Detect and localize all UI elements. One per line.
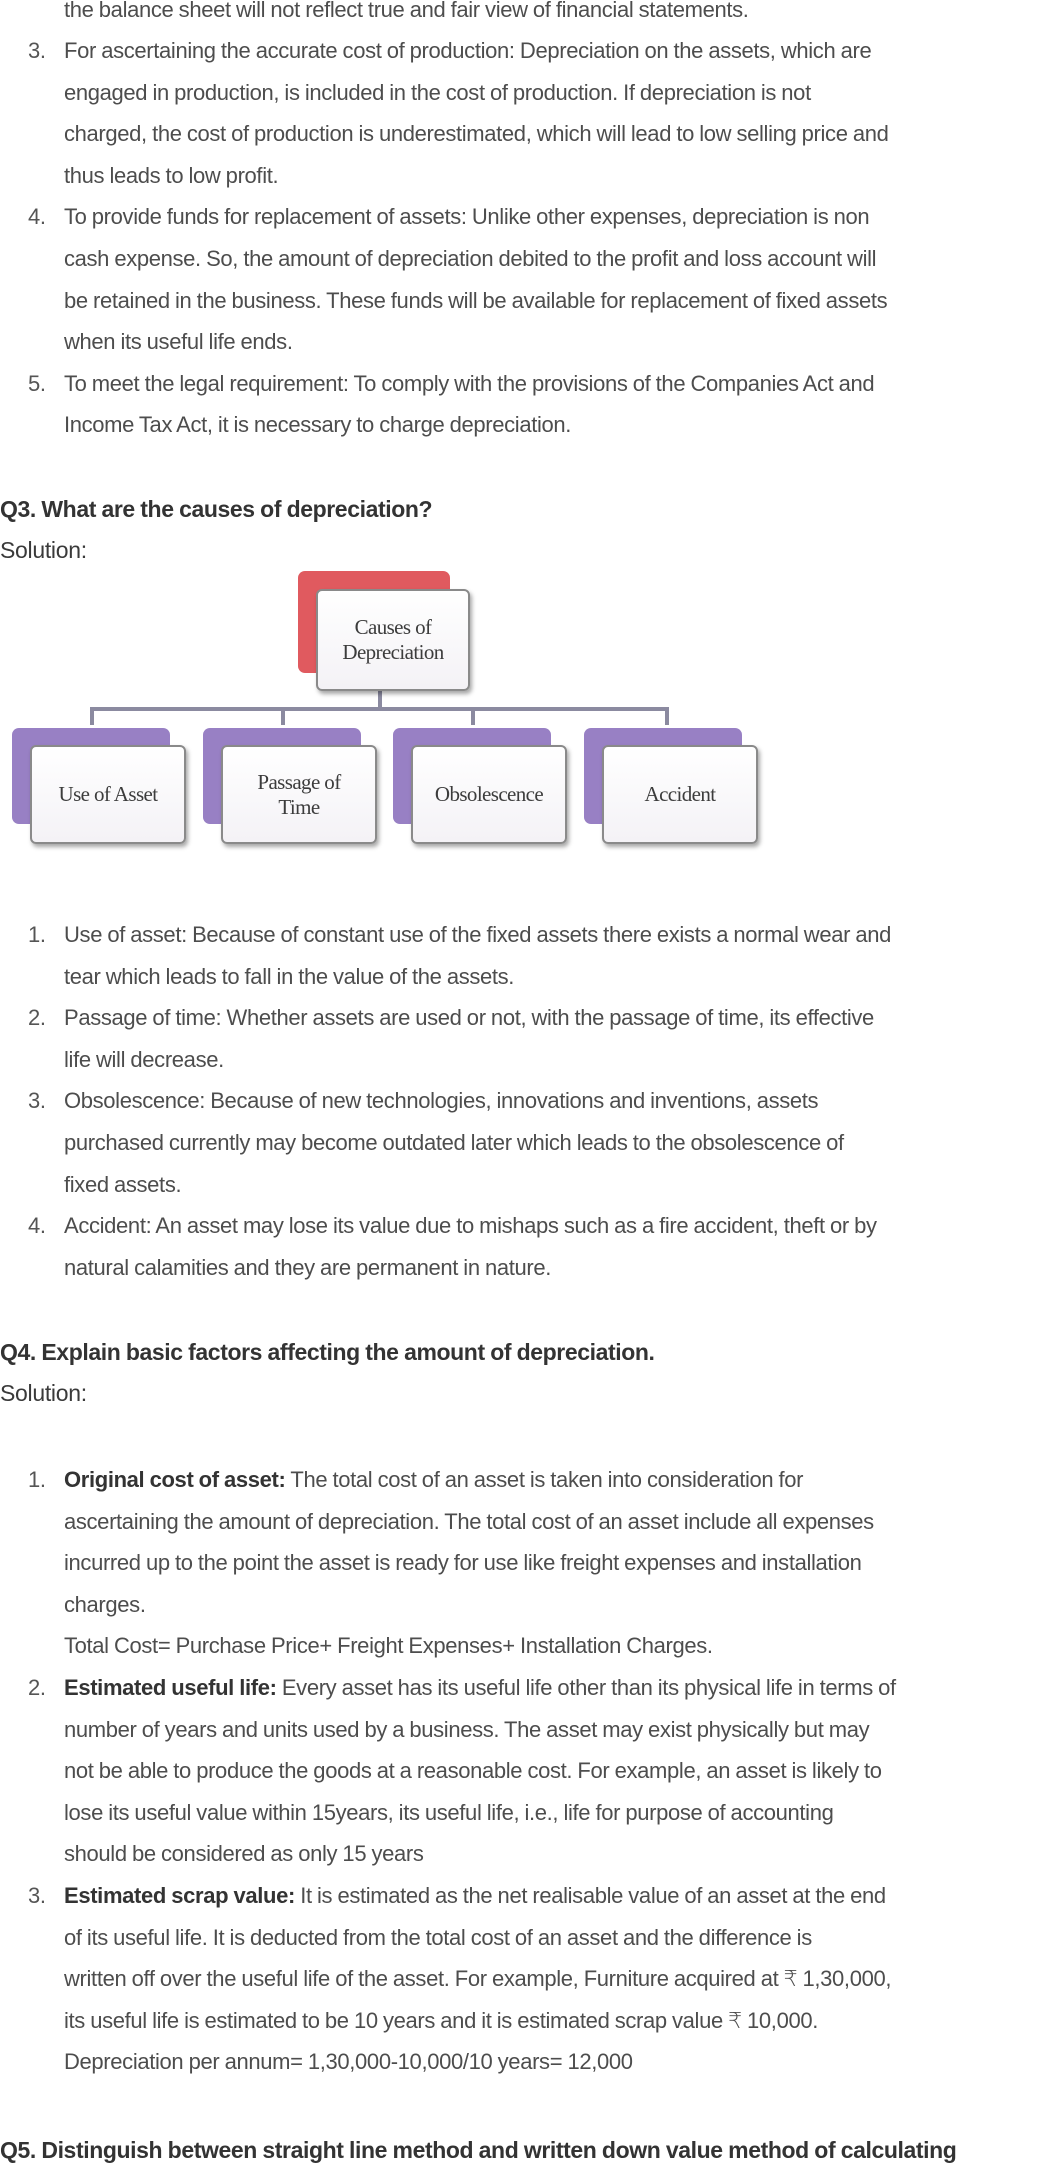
causes-of-depreciation-diagram: Causes of Depreciation Use of Asset Pass… <box>0 571 780 865</box>
list-item: 2. Estimated useful life: Every asset ha… <box>0 1667 1054 1875</box>
node-label-line2: Time <box>278 794 320 819</box>
line: its useful life is estimated to be 10 ye… <box>64 2007 818 2033</box>
line: when its useful life ends. <box>64 329 293 355</box>
question-heading-q3: Q3. What are the causes of depreciation? <box>0 496 433 522</box>
root-label-line1: Causes of <box>354 615 432 639</box>
line: Income Tax Act, it is necessary to charg… <box>64 412 572 438</box>
line: purchased currently may become outdated … <box>64 1129 844 1155</box>
node-label-line1: Passage of <box>257 769 341 794</box>
solution-label: Solution: <box>0 537 87 563</box>
continued-partial-line: the balance sheet will not reflect true … <box>64 0 749 22</box>
formula-line: Total Cost= Purchase Price+ Freight Expe… <box>64 1633 713 1659</box>
line: Passage of time: Whether assets are used… <box>64 1005 874 1031</box>
line: be retained in the business. These funds… <box>64 287 888 313</box>
line: ascertaining the amount of depreciation.… <box>64 1508 874 1534</box>
line: Estimated useful life: Every asset has i… <box>64 1667 1054 1709</box>
root-node-box: Causes of Depreciation <box>316 589 470 691</box>
line-text: Every asset has its useful life other th… <box>276 1674 896 1700</box>
line: Obsolescence: Because of new technologie… <box>64 1088 819 1114</box>
line: To meet the legal requirement: To comply… <box>64 370 875 396</box>
list-item: 5. To meet the legal requirement: To com… <box>0 363 1054 446</box>
list-number: 3. <box>28 1088 46 1114</box>
list-number: 2. <box>28 1005 46 1031</box>
list-number: 1. <box>28 1467 46 1492</box>
connector-child-1 <box>90 707 94 725</box>
list-number: 4. <box>28 204 46 230</box>
connector-root <box>378 687 382 709</box>
line: not be able to produce the goods at a re… <box>64 1758 882 1784</box>
line: tear which leads to fall in the value of… <box>64 963 515 989</box>
factor-term: Estimated scrap value: <box>64 1882 295 1908</box>
node-box: Use of Asset <box>30 745 186 844</box>
list-number: 4. <box>28 1213 46 1239</box>
node-label-line1: Use of Asset <box>58 782 159 806</box>
line-text: The total cost of an asset is taken into… <box>285 1467 804 1492</box>
line: charged, the cost of production is under… <box>64 121 889 147</box>
list-item: 3. For ascertaining the accurate cost of… <box>0 30 1054 196</box>
list-number: 3. <box>28 38 46 63</box>
line: To provide funds for replacement of asse… <box>64 204 870 230</box>
line: charges. <box>64 1591 146 1617</box>
line: incurred up to the point the asset is re… <box>64 1550 862 1576</box>
list-item: 1. Original cost of asset: The total cos… <box>0 1459 1054 1667</box>
list-item: 1. Use of asset: Because of constant use… <box>0 914 1054 997</box>
line: Use of asset: Because of constant use of… <box>64 922 891 947</box>
node-label-line1: Obsolescence <box>434 782 544 806</box>
line: fixed assets. <box>64 1171 182 1197</box>
root-label-line2: Depreciation <box>342 640 444 664</box>
question-heading-q4: Q4. Explain basic factors affecting the … <box>0 1339 655 1365</box>
line-text: It is estimated as the net realisable va… <box>294 1882 886 1908</box>
list-number: 1. <box>28 922 46 947</box>
line: Estimated scrap value: It is estimated a… <box>64 1875 1054 1917</box>
factor-term: Estimated useful life: <box>64 1674 277 1700</box>
list-number: 3. <box>28 1882 46 1908</box>
line: of its useful life. It is deducted from … <box>64 1924 812 1950</box>
line: written off over the useful life of the … <box>64 1966 892 1992</box>
list-item: 3. Estimated scrap value: It is estimate… <box>0 1875 1054 2083</box>
line: thus leads to low profit. <box>64 162 279 188</box>
list-number: 5. <box>28 370 46 396</box>
node-box: Obsolescence <box>411 745 567 844</box>
connector-horizontal <box>90 707 668 711</box>
factors-list: 1. Original cost of asset: The total cos… <box>0 1459 1054 2083</box>
list-item: 2. Passage of time: Whether assets are u… <box>0 997 1054 1080</box>
connector-child-3 <box>471 707 475 725</box>
node-box: Passage of Time <box>221 745 377 844</box>
list-number: 2. <box>28 1674 46 1700</box>
list-item: 4. To provide funds for replacement of a… <box>0 196 1054 362</box>
list-item: 4. Accident: An asset may lose its value… <box>0 1205 1054 1288</box>
list-item: 3. Obsolescence: Because of new technolo… <box>0 1080 1054 1205</box>
line: Original cost of asset: The total cost o… <box>64 1459 1054 1501</box>
causes-list: 1. Use of asset: Because of constant use… <box>0 914 1054 1288</box>
line: number of years and units used by a busi… <box>64 1716 870 1742</box>
line: For ascertaining the accurate cost of pr… <box>64 38 872 63</box>
connector-child-4 <box>665 707 669 725</box>
node-box: Accident <box>602 745 758 844</box>
continued-list: 3. For ascertaining the accurate cost of… <box>0 30 1054 446</box>
line: engaged in production, is included in th… <box>64 79 811 105</box>
solution-label: Solution: <box>0 1380 87 1406</box>
connector-child-2 <box>281 707 285 725</box>
line: cash expense. So, the amount of deprecia… <box>64 245 877 271</box>
line: lose its useful value within 15years, it… <box>64 1799 834 1825</box>
line: Accident: An asset may lose its value du… <box>64 1213 877 1239</box>
line: natural calamities and they are permanen… <box>64 1254 552 1280</box>
factor-term: Original cost of asset: <box>64 1467 286 1492</box>
line: life will decrease. <box>64 1046 224 1072</box>
line: should be considered as only 15 years <box>64 1841 424 1867</box>
question-heading-q5: Q5. Distinguish between straight line me… <box>0 2137 957 2163</box>
node-label-line1: Accident <box>644 782 717 806</box>
formula-line: Depreciation per annum= 1,30,000-10,000/… <box>64 2049 633 2075</box>
